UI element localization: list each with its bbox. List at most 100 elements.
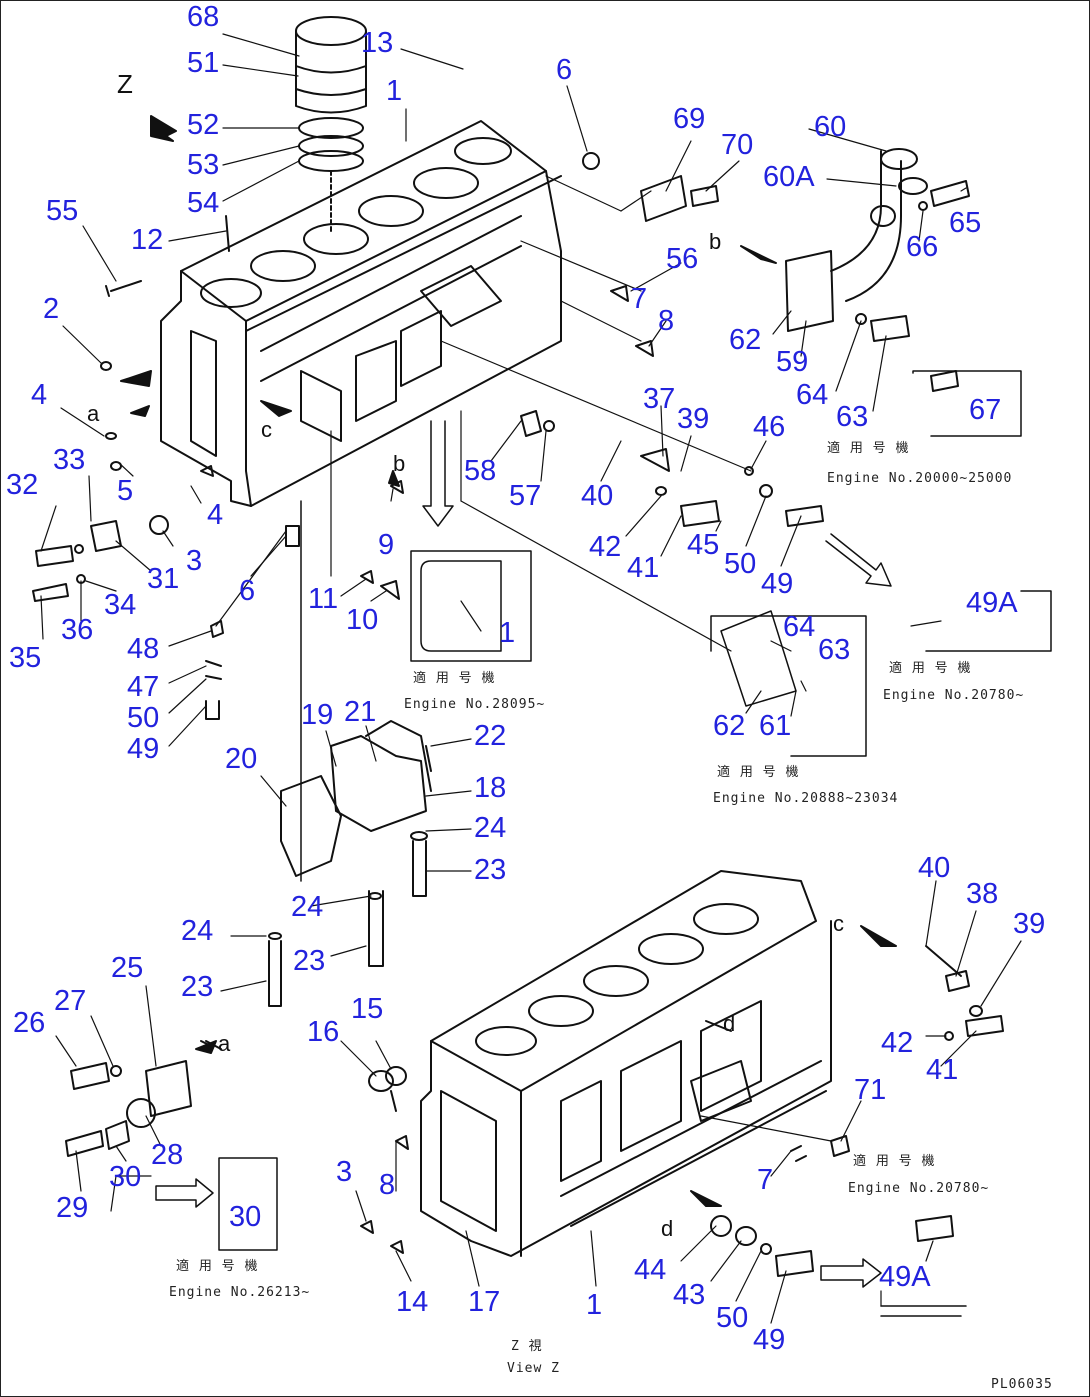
callout-49a-upper: 49A bbox=[966, 587, 1018, 619]
callout-55: 55 bbox=[46, 195, 79, 227]
small-parts-right bbox=[360, 152, 824, 600]
note-3-jp: 適 用 号 機 bbox=[889, 661, 972, 676]
view-letter-d-upper: d bbox=[723, 1011, 736, 1036]
callout-34: 34 bbox=[104, 589, 137, 621]
callout-16: 16 bbox=[307, 1016, 340, 1048]
callout-28: 28 bbox=[151, 1139, 184, 1171]
callout-60: 60 bbox=[814, 111, 847, 143]
callout-41-lower: 41 bbox=[926, 1054, 959, 1086]
callout-24-b: 24 bbox=[291, 891, 324, 923]
view-z-caption-en: View Z bbox=[507, 1361, 560, 1376]
small-parts-left bbox=[32, 215, 300, 720]
callout-58: 58 bbox=[464, 455, 497, 487]
callout-4-upper: 4 bbox=[31, 379, 48, 411]
view-letter-b-lower: b bbox=[393, 451, 406, 476]
note-4-jp: 適 用 号 機 bbox=[717, 765, 800, 780]
callout-68: 68 bbox=[187, 1, 220, 33]
callout-62-upper: 62 bbox=[729, 324, 762, 356]
callout-1-lower: 1 bbox=[586, 1289, 603, 1321]
callout-70: 70 bbox=[721, 129, 754, 161]
cylinder-block-upper bbox=[160, 120, 562, 507]
callout-2: 2 bbox=[43, 293, 60, 325]
callout-3-upper: 3 bbox=[186, 545, 203, 577]
callout-arrows bbox=[155, 420, 892, 1288]
view-letter-a-upper: a bbox=[87, 401, 100, 426]
front-cover-parts bbox=[65, 1040, 407, 1157]
callout-30-inset: 30 bbox=[229, 1201, 262, 1233]
callout-46: 46 bbox=[753, 411, 786, 443]
callout-23-b: 23 bbox=[293, 945, 326, 977]
callout-39-upper: 39 bbox=[677, 403, 710, 435]
callout-61: 61 bbox=[759, 710, 792, 742]
view-z-caption-jp: Z 視 bbox=[511, 1339, 543, 1354]
callout-37: 37 bbox=[643, 383, 676, 415]
main-bearing-caps bbox=[268, 500, 432, 1007]
callout-50-left: 50 bbox=[127, 702, 160, 734]
callout-3-lower: 3 bbox=[336, 1156, 353, 1188]
callout-18: 18 bbox=[474, 772, 507, 804]
callout-6-top: 6 bbox=[556, 54, 573, 86]
callout-25: 25 bbox=[111, 952, 144, 984]
callout-50-middle: 50 bbox=[724, 548, 757, 580]
view-letter-b-upper: b bbox=[709, 229, 722, 254]
callout-49a-lower: 49A bbox=[879, 1261, 931, 1293]
callout-44: 44 bbox=[634, 1254, 667, 1286]
note-6-jp: 適 用 号 機 bbox=[853, 1154, 936, 1169]
note-4-en: Engine No.20888~23034 bbox=[713, 791, 899, 806]
callout-47: 47 bbox=[127, 671, 160, 703]
view-z-arrow bbox=[150, 115, 177, 142]
callout-40-lower: 40 bbox=[918, 852, 951, 884]
callout-49-middle: 49 bbox=[761, 568, 794, 600]
callout-27: 27 bbox=[54, 985, 87, 1017]
callout-11: 11 bbox=[308, 583, 339, 615]
callout-21: 21 bbox=[344, 696, 377, 728]
callout-38: 38 bbox=[966, 878, 999, 910]
callout-54: 54 bbox=[187, 187, 220, 219]
callout-50-lower: 50 bbox=[716, 1302, 749, 1334]
callout-63-upper: 63 bbox=[836, 401, 869, 433]
callout-7-upper: 7 bbox=[631, 283, 648, 315]
callout-19: 19 bbox=[301, 699, 334, 731]
note-2-jp: 適 用 号 機 bbox=[413, 671, 496, 686]
note-5-en: Engine No.26213~ bbox=[169, 1285, 311, 1300]
small-parts-lower-right bbox=[360, 945, 1004, 1277]
callout-45: 45 bbox=[687, 529, 720, 561]
callout-8-lower: 8 bbox=[379, 1169, 396, 1201]
callout-4-lower: 4 bbox=[207, 499, 224, 531]
callout-41-upper: 41 bbox=[627, 552, 660, 584]
callout-69: 69 bbox=[673, 103, 706, 135]
callout-64-inset: 64 bbox=[783, 611, 816, 643]
callout-52: 52 bbox=[187, 109, 220, 141]
callout-9: 9 bbox=[378, 529, 395, 561]
callout-7-lower: 7 bbox=[757, 1164, 774, 1196]
callout-56: 56 bbox=[666, 243, 699, 275]
view-letter-d-lower: d bbox=[661, 1216, 674, 1241]
callout-13: 13 bbox=[361, 27, 394, 59]
callout-48: 48 bbox=[127, 633, 160, 665]
callout-23-c: 23 bbox=[181, 971, 214, 1003]
callout-49-left: 49 bbox=[127, 733, 160, 765]
callout-31: 31 bbox=[147, 563, 180, 595]
note-1-en: Engine No.20000~25000 bbox=[827, 471, 1013, 486]
callout-42-lower: 42 bbox=[881, 1027, 914, 1059]
callout-71: 71 bbox=[854, 1074, 887, 1106]
callout-53: 53 bbox=[187, 149, 220, 181]
leader-lines bbox=[40, 33, 1022, 1324]
callout-14: 14 bbox=[396, 1286, 429, 1318]
callout-43: 43 bbox=[673, 1279, 706, 1311]
callout-57: 57 bbox=[509, 480, 542, 512]
note-6-en: Engine No.20780~ bbox=[848, 1181, 990, 1196]
figure-code: PL06035 bbox=[991, 1377, 1053, 1392]
callout-24-a: 24 bbox=[474, 812, 507, 844]
callout-29: 29 bbox=[56, 1192, 89, 1224]
callout-12: 12 bbox=[131, 224, 164, 256]
callout-22: 22 bbox=[474, 720, 507, 752]
callout-8-upper: 8 bbox=[658, 305, 675, 337]
water-pipe bbox=[785, 148, 970, 392]
callout-62-inset: 62 bbox=[713, 710, 746, 742]
callout-36: 36 bbox=[61, 614, 94, 646]
callout-66: 66 bbox=[906, 231, 939, 263]
note-3-en: Engine No.20780~ bbox=[883, 688, 1025, 703]
callout-20: 20 bbox=[225, 743, 258, 775]
